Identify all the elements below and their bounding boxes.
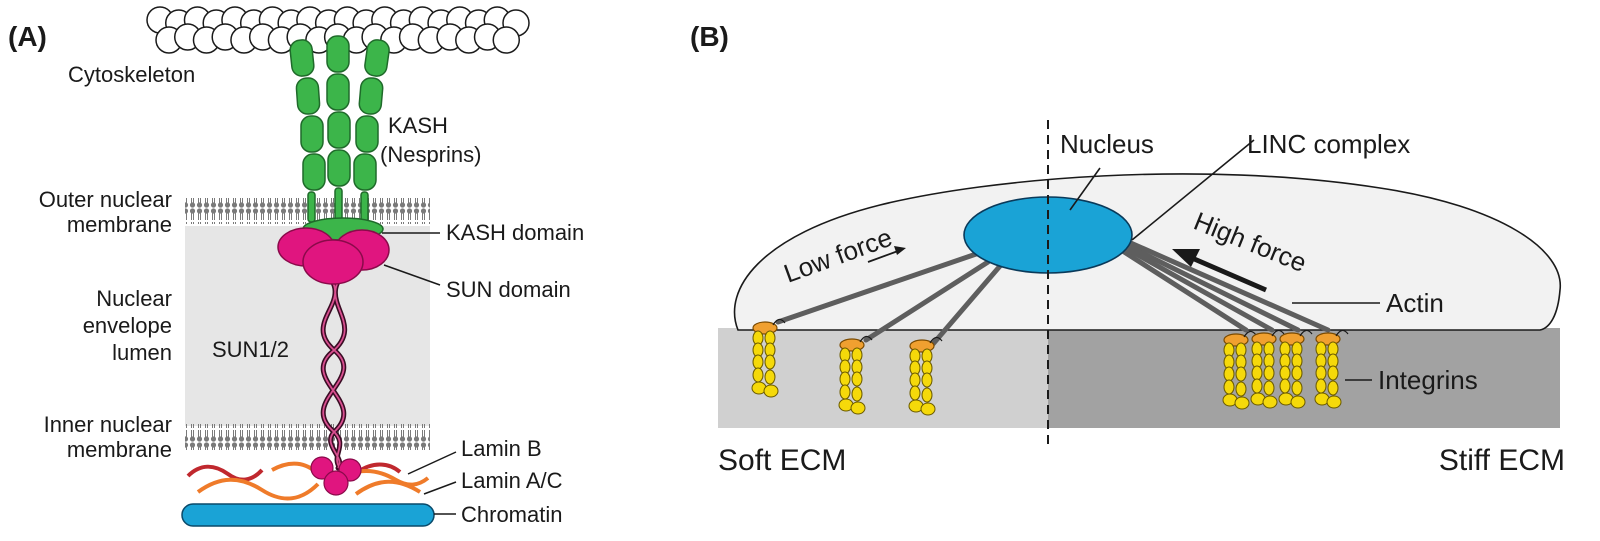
integrin (908, 336, 943, 416)
nucleus-label: Nucleus (1060, 129, 1154, 159)
sun-domain-label: SUN domain (446, 277, 571, 302)
lumen-label-1: Nuclear (96, 286, 172, 311)
panel-b: (B) (690, 21, 1565, 477)
inner-nuclear-membrane (185, 424, 430, 450)
outer-membrane-label-2: membrane (67, 212, 172, 237)
stiff-ecm-label: Stiff ECM (1439, 444, 1565, 477)
sun12-label: SUN1/2 (212, 337, 289, 362)
lumen-label-2: envelope (83, 313, 172, 338)
high-force-arrow (1172, 249, 1267, 293)
integrin (1278, 329, 1313, 409)
panel-a-label: (A) (8, 21, 47, 52)
sun-inner-anchor (310, 456, 362, 496)
chromatin (181, 503, 435, 527)
chromatin-label: Chromatin (461, 502, 562, 527)
inner-membrane-label-2: membrane (67, 437, 172, 462)
lamin-b-label: Lamin B (461, 436, 542, 461)
cytoskeleton-label: Cytoskeleton (68, 62, 195, 87)
soft-ecm-label: Soft ECM (718, 444, 846, 477)
lamin-ac-label: Lamin A/C (461, 468, 563, 493)
integrin (751, 318, 786, 398)
kash-nesprins-chains (289, 35, 390, 223)
sun-domain (277, 227, 390, 285)
low-force-arrow (867, 246, 906, 263)
integrin (1250, 329, 1285, 409)
panel-a: (A) (8, 6, 584, 527)
integrins-label: Integrins (1378, 365, 1478, 395)
panel-b-label: (B) (690, 21, 729, 52)
integrin (1222, 330, 1257, 410)
integrins (751, 318, 1349, 416)
actin-label: Actin (1386, 288, 1444, 318)
stiff-ecm-substrate (1048, 328, 1560, 428)
integrin (838, 335, 873, 415)
inner-membrane-label-1: Inner nuclear (44, 412, 172, 437)
kash-label: KASH (388, 113, 448, 138)
integrin (1314, 329, 1349, 409)
kash-domain-label: KASH domain (446, 220, 584, 245)
nesprins-label: (Nesprins) (380, 142, 481, 167)
linc-complex-label: LINC complex (1247, 129, 1410, 159)
outer-membrane-label-1: Outer nuclear (39, 187, 172, 212)
actin-fibers (775, 237, 1331, 347)
lumen-label-3: lumen (112, 340, 172, 365)
